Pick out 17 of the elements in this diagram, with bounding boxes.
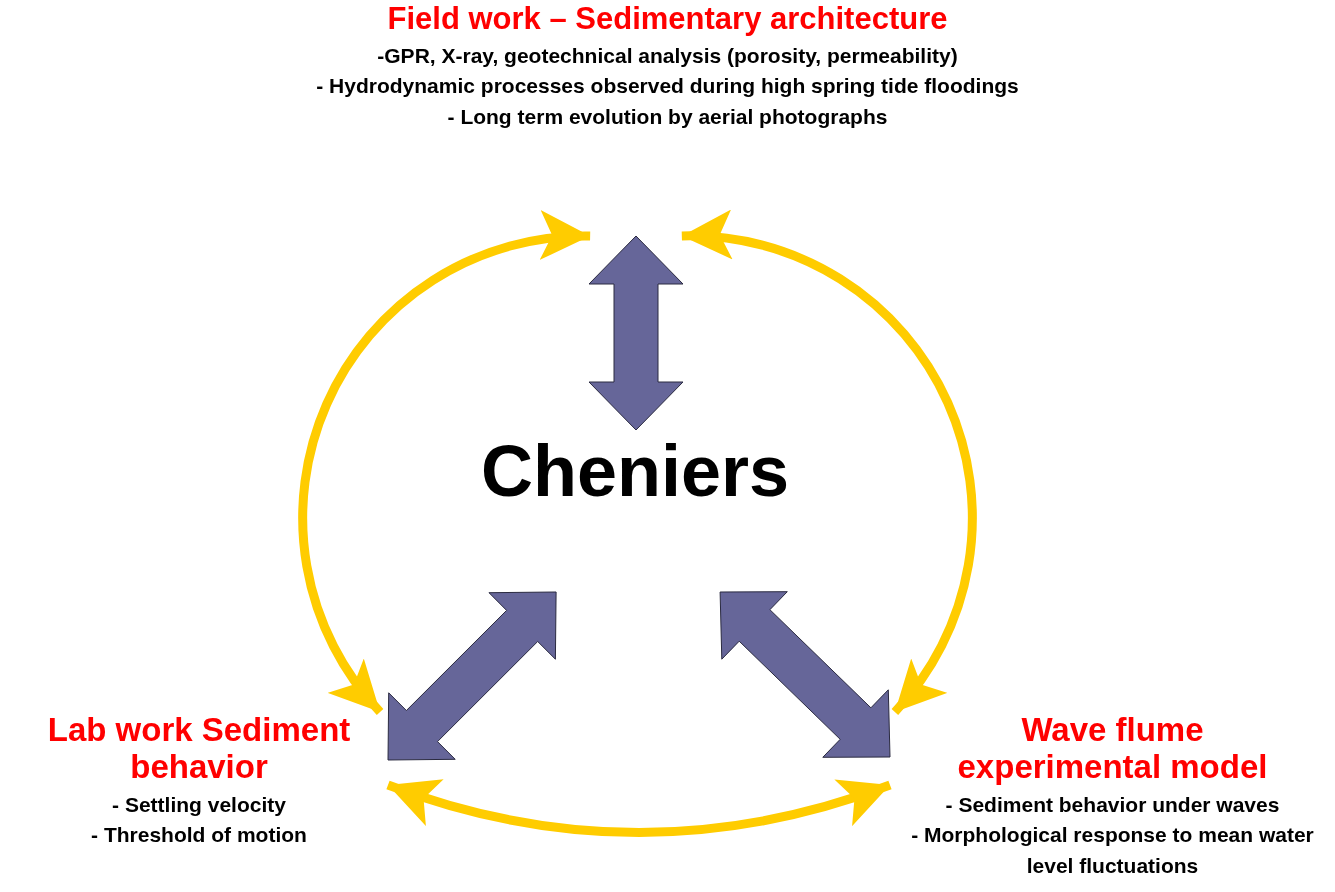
bullet-text: - Sediment behavior under waves — [945, 791, 1280, 818]
curved-arrow — [298, 213, 591, 715]
double-block-arrow — [719, 591, 891, 758]
double-block-arrow — [588, 235, 684, 431]
bullet-text: - Settling velocity — [112, 791, 286, 818]
bullet-text: - Threshold of motion — [91, 822, 307, 849]
bullet-text: -GPR, X-ray, geotechnical analysis (porosity, permeability) — [377, 42, 958, 69]
section-heading: Field work – Sedimentary architecture — [387, 2, 948, 37]
bullet-text: - Long term evolution by aerial photographs — [447, 103, 888, 130]
curved-arrow — [681, 212, 977, 715]
center-title: Cheniers — [480, 430, 790, 512]
curved-arrow — [386, 777, 892, 837]
bullet-text: - Hydrodynamic processes observed during high spring tide floodings — [316, 73, 1019, 100]
section-heading: Lab work Sediment behavior — [46, 712, 352, 786]
double-block-arrow — [387, 591, 557, 761]
section-heading: Wave flume experimental model — [956, 712, 1269, 786]
bullet-text: - Morphological response to mean water level fluctuations — [910, 822, 1315, 879]
